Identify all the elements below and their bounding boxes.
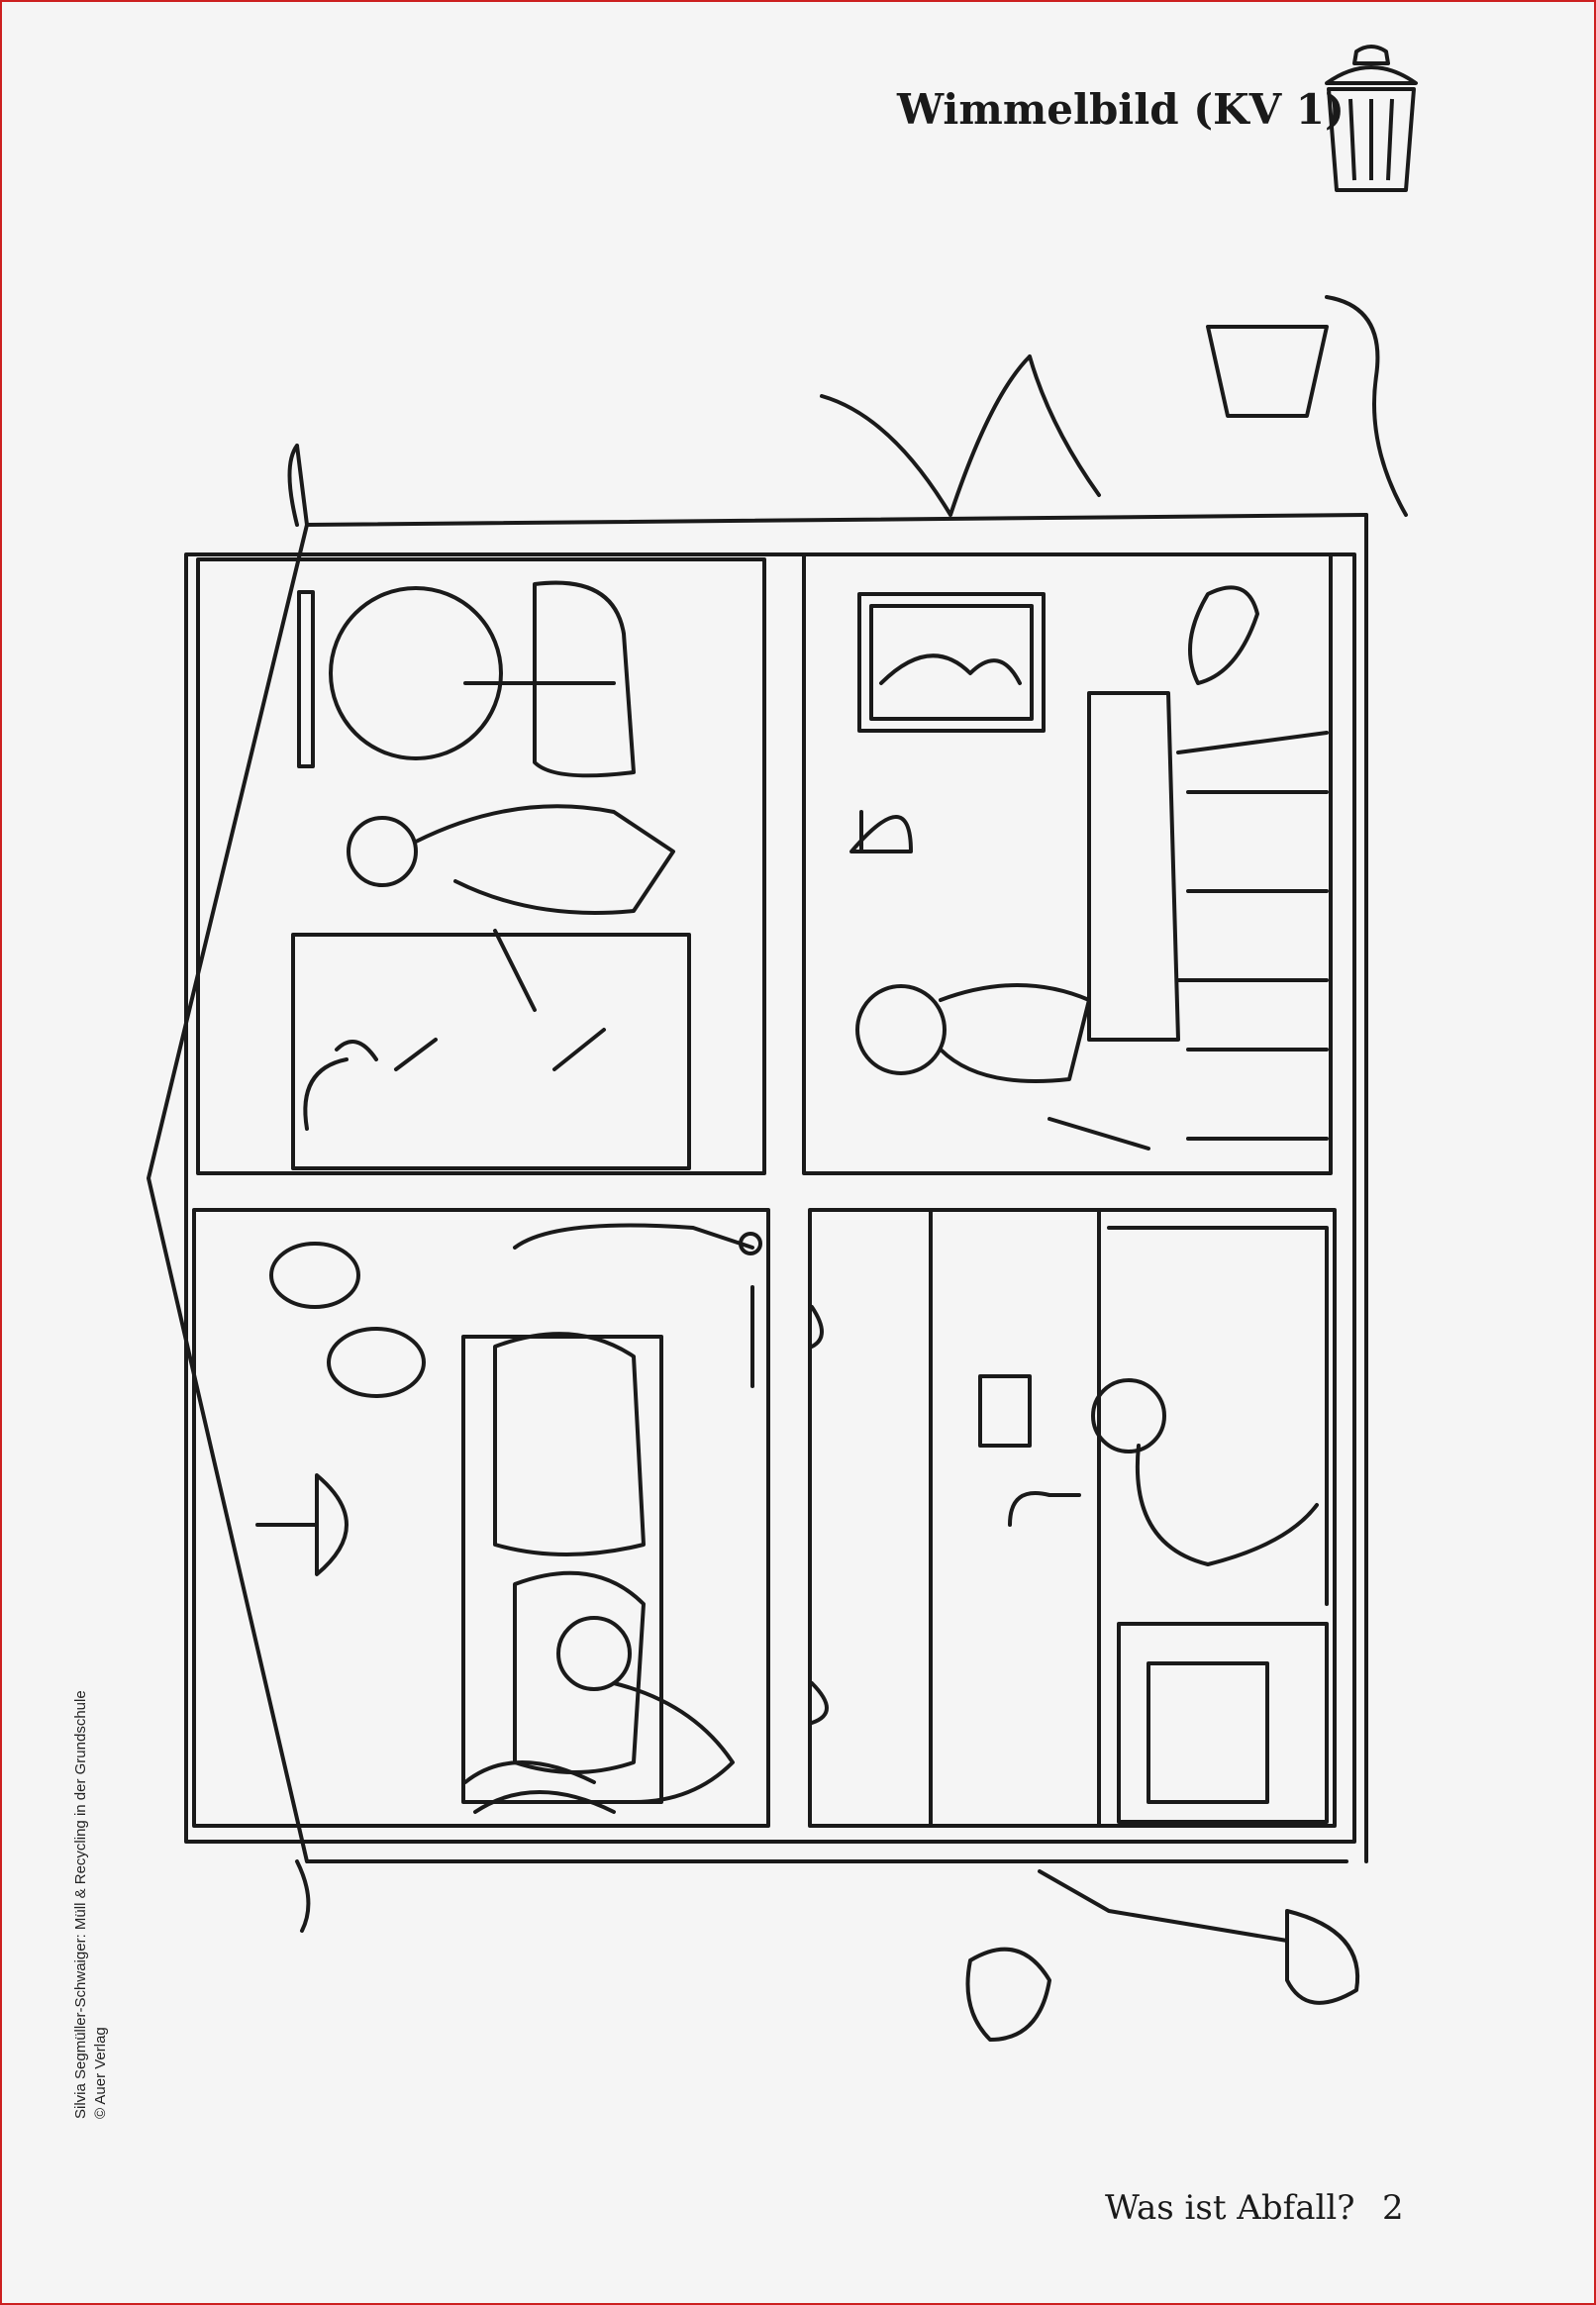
room-dining [802, 552, 1333, 1175]
room-kitchen [808, 1208, 1337, 1828]
page-number: 2 [1382, 2188, 1404, 2228]
trash-can-icon [1325, 45, 1418, 192]
room-bathroom [196, 557, 766, 1175]
credit-text: Silvia Segmüller-Schwaiger: Müll & Recyc… [71, 1690, 111, 2119]
credit-author: Silvia Segmüller-Schwaiger: Müll & Recyc… [72, 1690, 89, 2119]
room-bedroom [192, 1208, 770, 1828]
credit-publisher: © Auer Verlag [92, 2027, 109, 2119]
footer-section-title: Was ist Abfall? [1105, 2188, 1355, 2228]
page-title: Wimmelbild (KV 1) [897, 85, 1345, 134]
